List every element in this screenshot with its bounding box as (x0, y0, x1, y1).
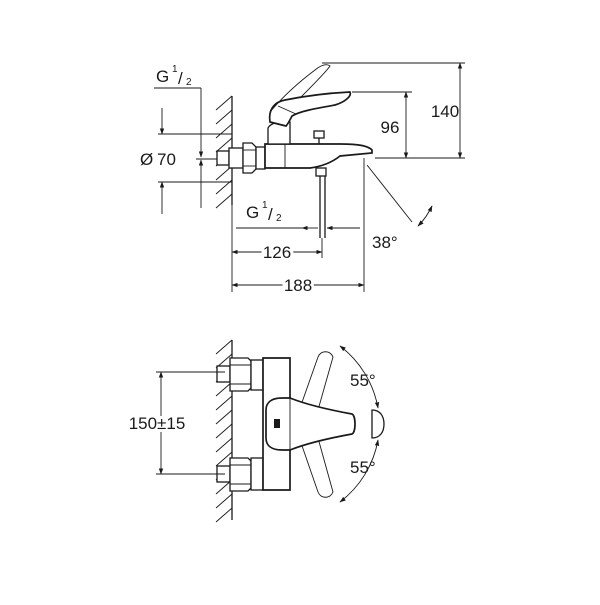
dim-angle-38: 38° (372, 233, 398, 252)
dim-height-140: 140 (431, 102, 459, 121)
thread-top-num: 1 (172, 64, 178, 75)
thread-bottom-den: 2 (276, 213, 282, 224)
front-spout-tip (371, 409, 385, 439)
swing-outline-bottom (299, 437, 334, 498)
front-handle (265, 397, 356, 451)
dim-centers-150: 150±15 (129, 414, 186, 433)
front-connection-top (216, 357, 264, 392)
front-connection-bottom (216, 457, 264, 492)
dim-angle-55-top: 55° (350, 371, 376, 390)
dim-diameter-70: 70 (157, 150, 176, 169)
lever-handle (268, 91, 352, 127)
mixer-body (264, 121, 373, 238)
thread-top-slash: / (178, 69, 183, 88)
thread-bottom-slash: / (268, 205, 273, 224)
handle-indicator (274, 419, 280, 428)
dim-diameter-symbol: Ø (140, 150, 153, 169)
dim-length-126: 126 (263, 243, 291, 262)
handle-raised-outline (269, 64, 331, 113)
wall-connection (216, 142, 266, 174)
thread-top-den: 2 (186, 77, 192, 88)
side-view: 96 140 Ø 70 G 1 / 2 G 1 / 2 126 (140, 62, 465, 298)
dim-height-96: 96 (381, 118, 400, 137)
thread-bottom-num: 1 (262, 200, 268, 211)
thread-bottom-g: G (246, 203, 259, 222)
dim-angle-55-bottom: 55° (350, 458, 376, 477)
front-view: 150±15 55° 55° (126, 339, 385, 523)
swing-outline-top (299, 351, 334, 411)
thread-top-g: G (156, 67, 169, 86)
dim-length-188: 188 (284, 276, 312, 295)
